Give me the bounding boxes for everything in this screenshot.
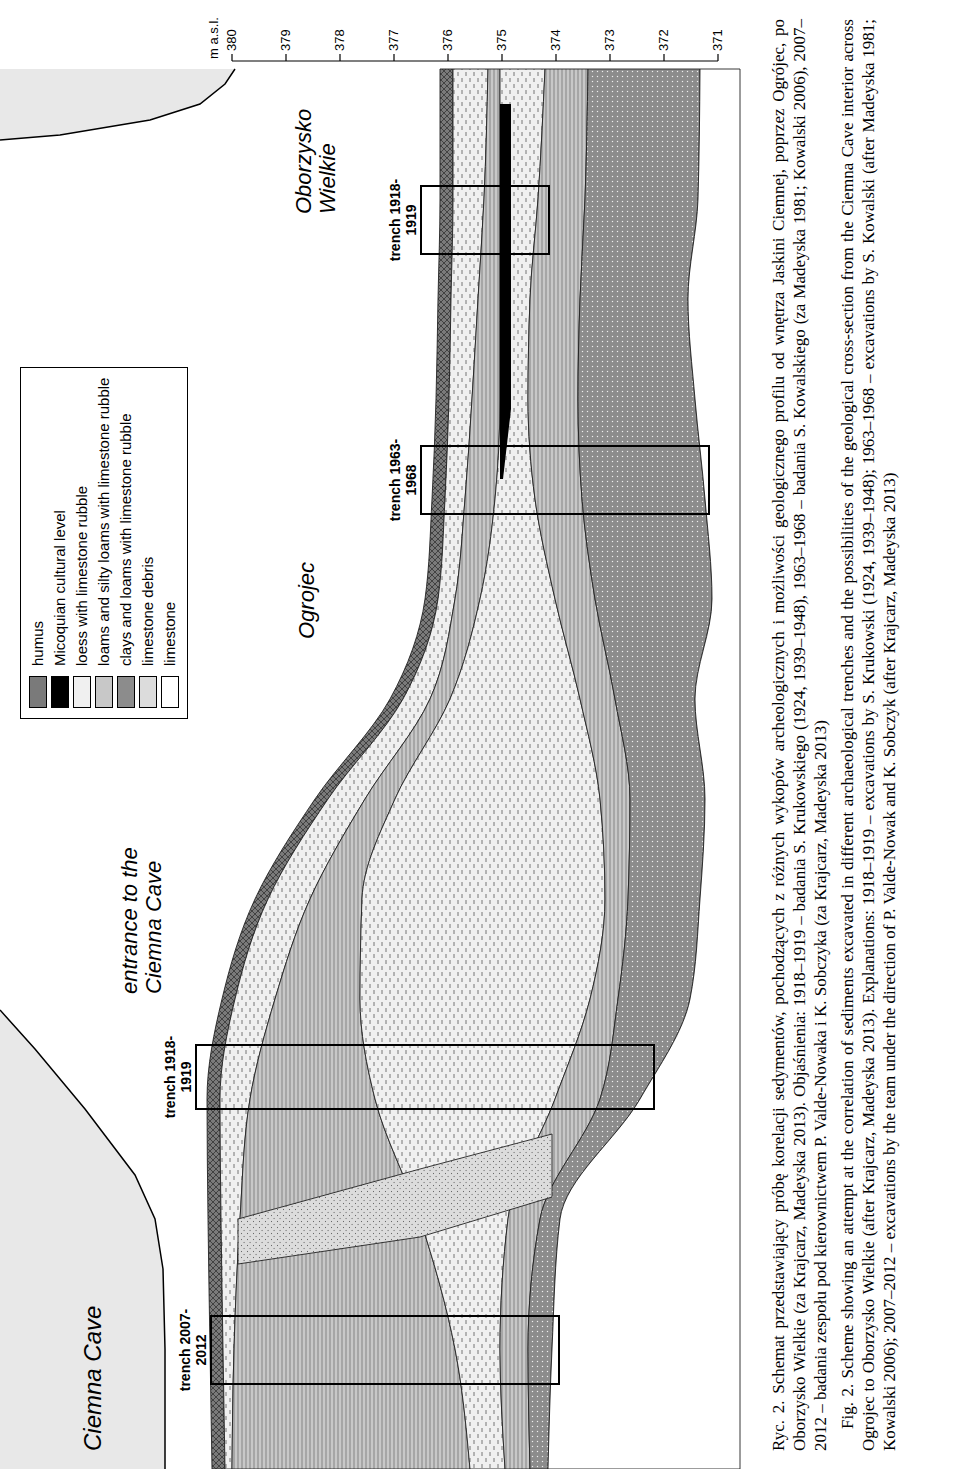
legend-swatch: [161, 676, 179, 708]
axis-value: 372: [656, 29, 672, 51]
scale-tick: [663, 54, 664, 61]
legend-swatch: [29, 676, 47, 708]
scale-tick: [717, 54, 718, 61]
legend-row: limestone: [159, 378, 181, 708]
limestone-layer: [548, 69, 740, 1469]
caption: Ryc. 2. Schemat przedstawiający próbę ko…: [768, 19, 831, 1451]
rock-outline: [0, 69, 235, 140]
legend-row: limestone debris: [137, 378, 159, 708]
legend-label: loams and silty loams with limestone rub…: [95, 378, 113, 666]
trench-box: trench 2007-2012: [210, 1315, 560, 1385]
legend-label: limestone debris: [139, 557, 157, 666]
place-label: Ogrojec: [295, 562, 319, 639]
legend-row: humus: [27, 378, 49, 708]
micoquian-layer: [500, 104, 511, 479]
trench-box: trench 1963-1968: [420, 445, 710, 515]
legend-swatch: [139, 676, 157, 708]
place-label: Oborzysko Wielkie: [292, 84, 340, 214]
rock-outcrop: [0, 69, 235, 140]
legend-label: loess with limestone rubble: [73, 486, 91, 666]
trench-box: trench 1918-1919: [195, 1044, 655, 1110]
place-label: entrance to the Ciemna Cave: [118, 819, 166, 994]
axis-value: 377: [386, 29, 402, 51]
legend-row: Micoquian cultural level: [49, 378, 71, 708]
site-title: Ciemna Cave: [80, 1306, 106, 1451]
legend-label: limestone: [161, 602, 179, 666]
scale-axis: [232, 60, 718, 61]
axis-value: 371: [710, 29, 726, 51]
scale-tick: [609, 54, 610, 61]
debris-layer: [238, 1134, 552, 1264]
caption-english: Fig. 2. Scheme showing an attempt at the…: [837, 19, 900, 1451]
trench-label: trench 1918-1919: [388, 174, 419, 266]
legend-row: loess with limestone rubble: [71, 378, 93, 708]
scale-tick: [447, 54, 448, 61]
legend-label: humus: [29, 621, 47, 666]
trench-label: trench 1918-1919: [163, 1031, 194, 1123]
legend-row: loams and silty loams with limestone rub…: [93, 378, 115, 708]
axis-value: 374: [548, 29, 564, 51]
trench-label: trench 2007-2012: [178, 1304, 209, 1396]
axis-value: 379: [278, 29, 294, 51]
axis-value: 373: [602, 29, 618, 51]
legend-label: clays and loams with limestone rubble: [117, 413, 135, 666]
legend-box: humusMicoquian cultural levelloess with …: [20, 367, 188, 719]
scale-tick: [501, 54, 502, 61]
trench-label: trench 1963-1968: [388, 434, 419, 526]
cave-roof-outline: [0, 1010, 165, 1469]
scale-tick: [231, 54, 232, 61]
legend-swatch: [51, 676, 69, 708]
legend-swatch: [73, 676, 91, 708]
cave-roof: [0, 1010, 165, 1469]
legend-label: Micoquian cultural level: [51, 510, 69, 666]
scale-tick: [339, 54, 340, 61]
trench-box: trench 1918-1919: [420, 185, 550, 255]
axis-value: 378: [332, 29, 348, 51]
scale-tick: [393, 54, 394, 61]
axis-value: 376: [440, 29, 456, 51]
scale-tick: [285, 54, 286, 61]
legend-swatch: [95, 676, 113, 708]
legend-row: clays and loams with limestone rubble: [115, 378, 137, 708]
legend-swatch: [117, 676, 135, 708]
axis-unit: m a.s.l.: [206, 17, 222, 59]
scale-tick: [555, 54, 556, 61]
axis-value: 375: [494, 29, 510, 51]
axis-value: 380: [224, 29, 240, 51]
